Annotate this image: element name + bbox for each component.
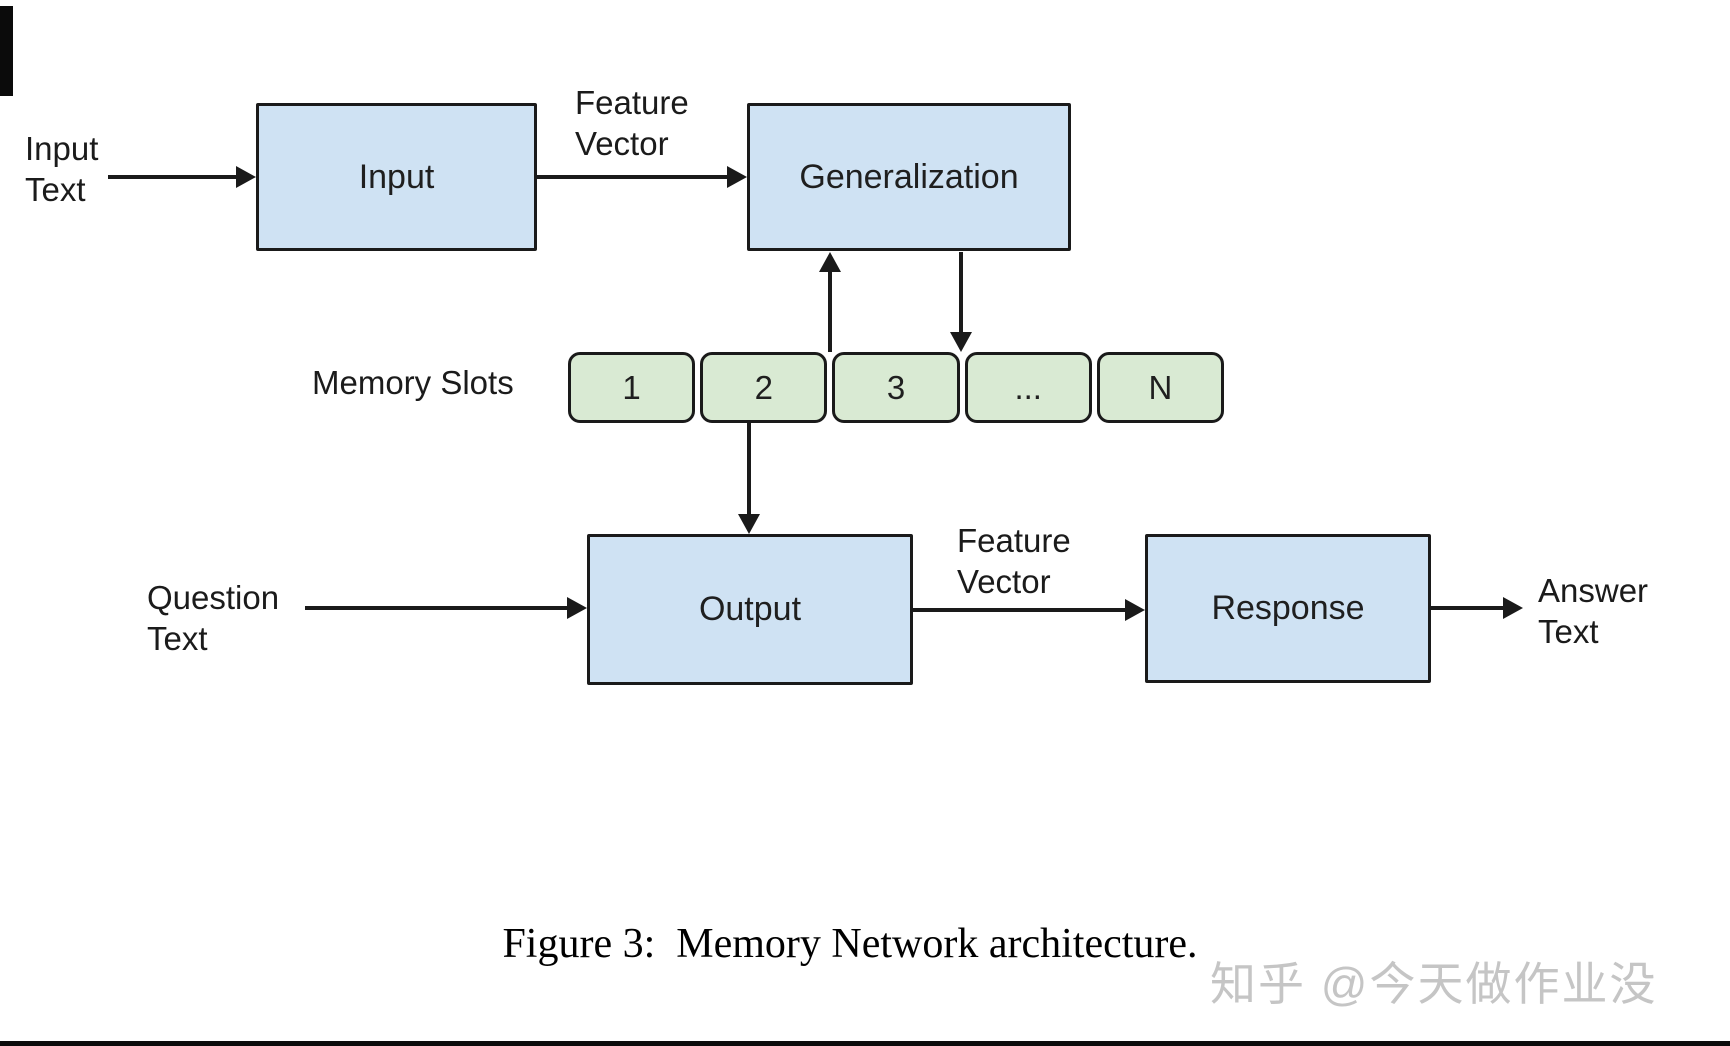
screenshot-edge-artifact-bottom — [0, 1041, 1730, 1046]
arrow-response-to-answer-text — [1431, 597, 1523, 619]
memory-slot-ellipsis-label: ... — [1014, 368, 1042, 406]
memory-slot-3: 3 — [832, 352, 960, 423]
label-feature-vector-top: Feature Vector — [575, 84, 689, 163]
node-response-label: Response — [1211, 589, 1365, 627]
arrow-memory-to-output — [738, 423, 760, 534]
memory-slot-n-label: N — [1148, 368, 1173, 406]
node-generalization: Generalization — [747, 103, 1071, 251]
label-input-text: Input Text — [25, 130, 99, 209]
arrow-output-to-response — [913, 599, 1145, 621]
node-output: Output — [587, 534, 913, 685]
label-question-text: Question Text — [147, 579, 280, 658]
arrow-memory-to-generalization — [819, 252, 841, 352]
memory-slot-3-label: 3 — [886, 368, 906, 406]
arrow-input-to-generalization — [537, 166, 747, 188]
memory-slot-1-label: 1 — [622, 368, 641, 406]
node-generalization-label: Generalization — [799, 157, 1019, 196]
label-answer-text: Answer Text — [1538, 572, 1649, 651]
memory-slot-2-label: 2 — [754, 368, 773, 406]
memory-slot-1: 1 — [568, 352, 696, 423]
memory-slots-row: 1 2 3 ... N — [568, 352, 1225, 423]
screenshot-edge-artifact-top-left — [0, 6, 13, 96]
node-output-label: Output — [698, 590, 802, 628]
memory-slot-n: N — [1096, 352, 1225, 423]
arrow-generalization-to-memory — [950, 252, 972, 352]
arrow-input-text-to-input — [108, 166, 256, 188]
node-input: Input — [256, 103, 537, 251]
zhihu-watermark: 知乎 @今天做作业没 — [1210, 958, 1658, 1010]
label-memory-slots: Memory Slots — [312, 364, 514, 401]
node-response: Response — [1145, 534, 1431, 683]
arrow-question-text-to-output — [305, 597, 587, 619]
node-input-label: Input — [358, 157, 435, 196]
label-feature-vector-bottom: Feature Vector — [957, 522, 1071, 601]
memory-slot-ellipsis: ... — [964, 352, 1092, 423]
figure-caption: Figure 3: Memory Network architecture. — [502, 921, 1198, 967]
memory-slot-2: 2 — [700, 352, 828, 423]
